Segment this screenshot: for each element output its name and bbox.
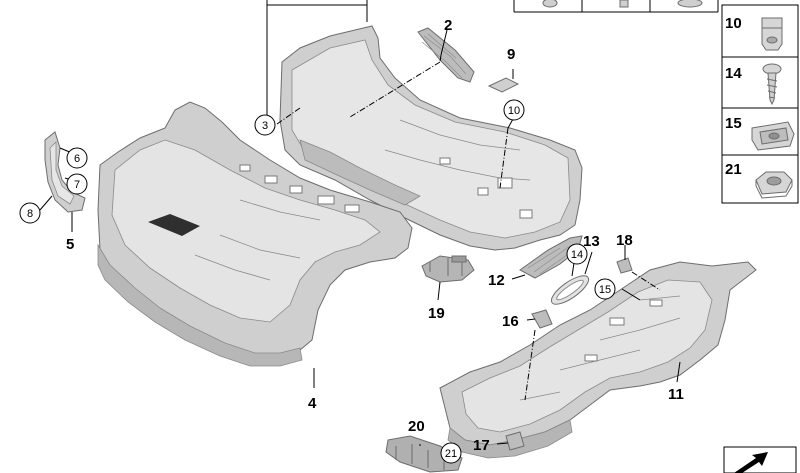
callout-12: 12 [488, 272, 505, 289]
callout-1-bracket [266, 0, 368, 115]
fastener-row-15: 15 [725, 115, 795, 151]
mesh-panel-2 [417, 27, 475, 83]
callout-2: 2 [444, 17, 452, 34]
floor-mat-pad [148, 214, 200, 236]
rear-floor-covering [439, 261, 757, 459]
fastener-row-10: 10 [725, 15, 783, 51]
callout-labels: 2 4 5 9 11 12 13 16 17 18 19 20 [66, 17, 684, 454]
clip-16 [531, 309, 553, 329]
orientation-box [723, 446, 797, 473]
callout-3: 3 [254, 114, 276, 136]
callout-7: 7 [66, 173, 88, 195]
svg-text:10: 10 [508, 105, 520, 117]
pad-9 [487, 77, 520, 93]
oval-ring-13 [550, 275, 590, 305]
fastener-number-14: 14 [725, 65, 742, 82]
clip-17 [505, 431, 525, 451]
clip-18 [616, 257, 633, 274]
svg-text:6: 6 [74, 153, 80, 165]
fastener-table-top-row [513, 0, 719, 13]
svg-text:3: 3 [262, 120, 268, 132]
callout-10: 10 [503, 99, 525, 121]
bracket-19 [421, 255, 475, 283]
callout-9: 9 [507, 46, 515, 63]
callout-6: 6 [66, 147, 88, 169]
svg-text:21: 21 [445, 448, 457, 460]
screw-icon [762, 63, 782, 106]
floor-covering-right [279, 25, 583, 251]
svg-text:8: 8 [27, 208, 33, 220]
callout-20: 20 [408, 418, 425, 435]
spring-nut-icon [751, 121, 795, 151]
hex-nut-icon [755, 171, 793, 199]
svg-text:7: 7 [74, 179, 80, 191]
fastener-number-15: 15 [725, 115, 742, 132]
callout-14: 14 [566, 243, 588, 265]
fastener-table: 10 14 15 21 [721, 4, 799, 204]
bracket-20 [385, 435, 463, 473]
callout-21: 21 [440, 442, 462, 464]
callout-4: 4 [308, 395, 317, 412]
svg-text:15: 15 [599, 284, 611, 296]
fastener-number-21: 21 [725, 161, 742, 178]
fastener-row-21: 21 [725, 161, 793, 199]
callout-17: 17 [473, 437, 490, 454]
callout-16: 16 [502, 313, 519, 330]
fastener-row-14: 14 [725, 63, 782, 106]
fastener-number-10: 10 [725, 15, 742, 32]
callout-5: 5 [66, 236, 74, 253]
callout-8: 8 [19, 202, 41, 224]
svg-text:14: 14 [571, 249, 583, 261]
side-bracket [44, 131, 86, 213]
orientation-arrow-icon [734, 452, 768, 473]
callout-19: 19 [428, 305, 445, 322]
floor-covering-left [97, 101, 413, 367]
circled-callouts: 3 6 7 8 10 14 15 21 [19, 99, 616, 464]
callout-15: 15 [594, 278, 616, 300]
callout-13: 13 [583, 233, 600, 250]
callout-18: 18 [616, 232, 633, 249]
clip-nut-icon [761, 17, 783, 51]
callout-11: 11 [668, 386, 684, 403]
